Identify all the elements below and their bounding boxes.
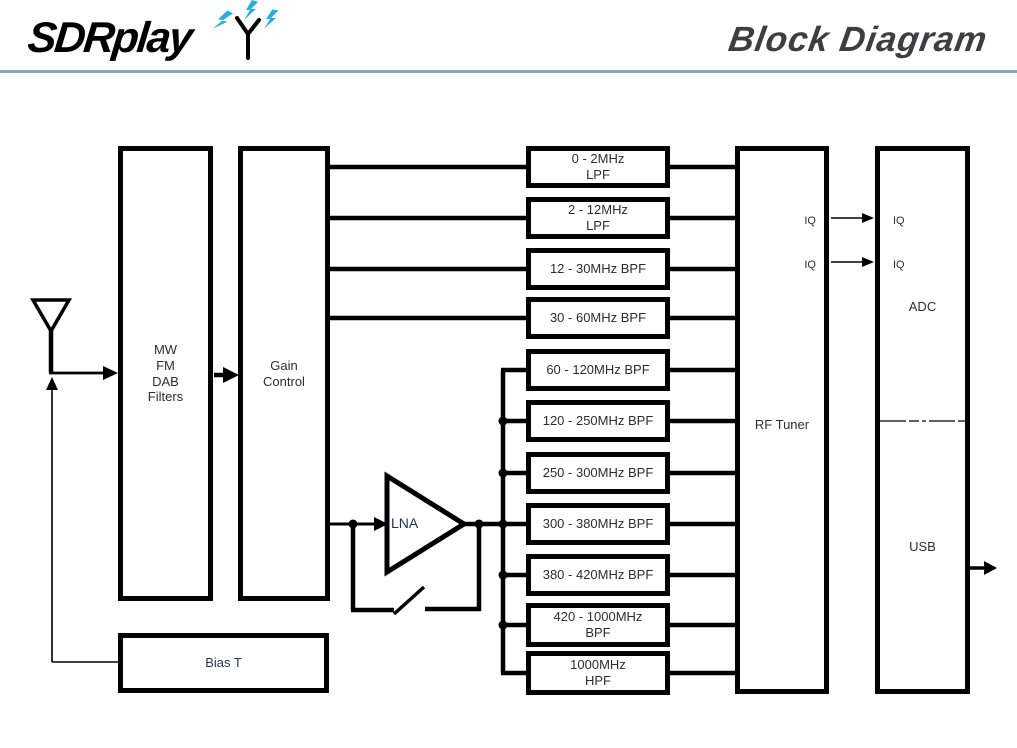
header-divider (0, 70, 1017, 73)
filter-2-12mhz-lpf: 2 - 12MHz LPF (526, 197, 670, 239)
arrowhead-iq-bottom (862, 257, 874, 267)
mw-fm-dab-filters-block: MW FM DAB Filters (118, 146, 213, 601)
filter-120-250mhz-bpf: 120 - 250MHz BPF (526, 400, 670, 442)
filter-30-60mhz-bpf: 30 - 60MHz BPF (526, 297, 670, 339)
arrowhead-mw-to-gain (223, 367, 239, 383)
bias-t-block: Bias T (118, 633, 329, 693)
filter-1000mhz-hpf: 1000MHz HPF (526, 651, 670, 695)
filter-300-380mhz-bpf: 300 - 380MHz BPF (526, 503, 670, 545)
bypass-switch-blade (392, 585, 426, 616)
filter-0-2mhz-lpf: 0 - 2MHz LPF (526, 146, 670, 188)
adc-iq-bottom-label: IQ (893, 259, 905, 271)
arrowhead-bias-up (46, 377, 58, 390)
filter-420-1000mhz-bpf: 420 - 1000MHz BPF (526, 603, 670, 647)
wires-filters-to-rftuner (666, 164, 742, 676)
arrowhead-antenna-feed (103, 366, 118, 380)
gain-control-block: Gain Control (238, 146, 330, 601)
antenna-icon (29, 298, 73, 335)
arrowhead-iq-top (862, 213, 874, 223)
usb-label: USB (909, 539, 936, 554)
logo-antenna-mast (235, 16, 261, 60)
filter-12-30mhz-bpf: 12 - 30MHz BPF (526, 248, 670, 290)
lna-amplifier-triangle (384, 471, 469, 577)
filter-60-120mhz-bpf: 60 - 120MHz BPF (526, 349, 670, 391)
filter-380-420mhz-bpf: 380 - 420MHz BPF (526, 554, 670, 596)
sdrplay-logo: SDRplay (25, 14, 194, 62)
arrowhead-usb-output (984, 561, 997, 575)
rf-tuner-block: IQ IQ RF Tuner (735, 146, 829, 694)
arrowhead-lna-input (374, 517, 388, 531)
rf-tuner-iq-bottom-label: IQ (804, 259, 816, 271)
lightning-bolts-icon (212, 0, 279, 29)
bias-t-wire (51, 380, 121, 663)
adc-iq-top-label: IQ (893, 215, 905, 227)
rf-tuner-label: RF Tuner (754, 417, 810, 432)
rf-tuner-iq-top-label: IQ (804, 215, 816, 227)
page-title: Block Diagram (725, 20, 991, 59)
adc-usb-block: IQ IQ ADC USB (875, 146, 970, 694)
junction-dots (348, 416, 508, 630)
logo-antenna-lightning-icon (212, 0, 279, 60)
lna-label: LNA (391, 515, 419, 531)
bus-stubs (501, 367, 534, 676)
filter-250-300mhz-bpf: 250 - 300MHz BPF (526, 452, 670, 494)
bypass-path (350, 520, 482, 613)
adc-label: ADC (908, 299, 937, 314)
